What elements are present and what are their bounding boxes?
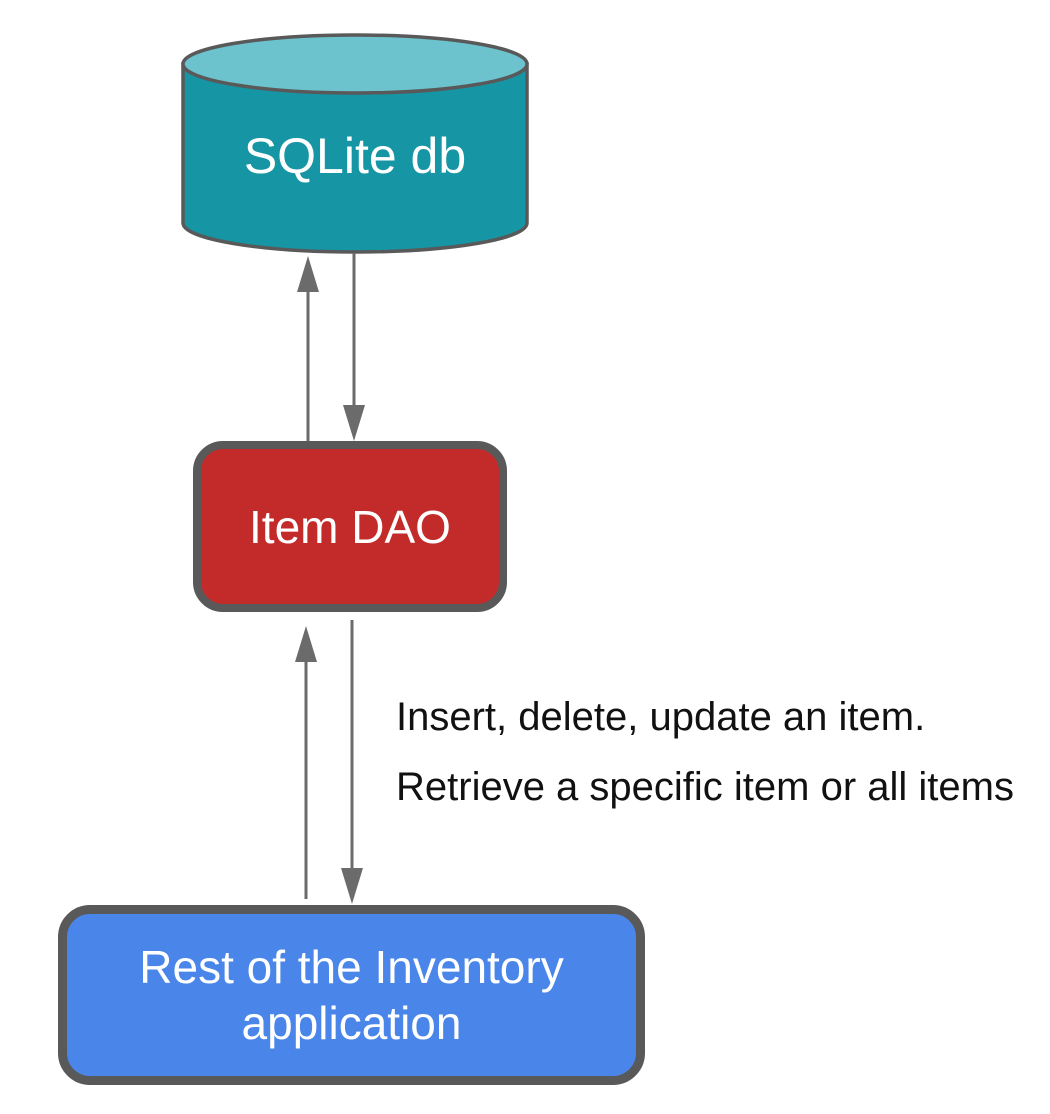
edge-annotation-line1: Insert, delete, update an item.: [396, 695, 926, 739]
arrow-down-head: [343, 405, 365, 441]
app-node-label: Rest of the Inventory application: [139, 940, 564, 1049]
arrow-up-head: [295, 626, 317, 662]
edge-dao-to-database: [297, 256, 319, 441]
arrow-up-head: [297, 256, 319, 292]
edge-dao-to-app: [341, 620, 363, 904]
database-cylinder-top: [181, 33, 529, 95]
dao-node: Item DAO: [193, 441, 507, 612]
edge-annotation-line2: Retrieve a specific item or all items: [396, 765, 1014, 809]
app-node: Rest of the Inventory application: [58, 905, 645, 1085]
database-node-label: SQLite db: [243, 127, 467, 184]
arrow-down-head: [341, 868, 363, 904]
dao-node-label: Item DAO: [249, 500, 451, 553]
database-cylinder-body: [181, 62, 529, 254]
edge-database-to-dao: [343, 253, 365, 441]
database-cylinder: [181, 33, 529, 254]
edge-app-to-dao: [295, 626, 317, 899]
